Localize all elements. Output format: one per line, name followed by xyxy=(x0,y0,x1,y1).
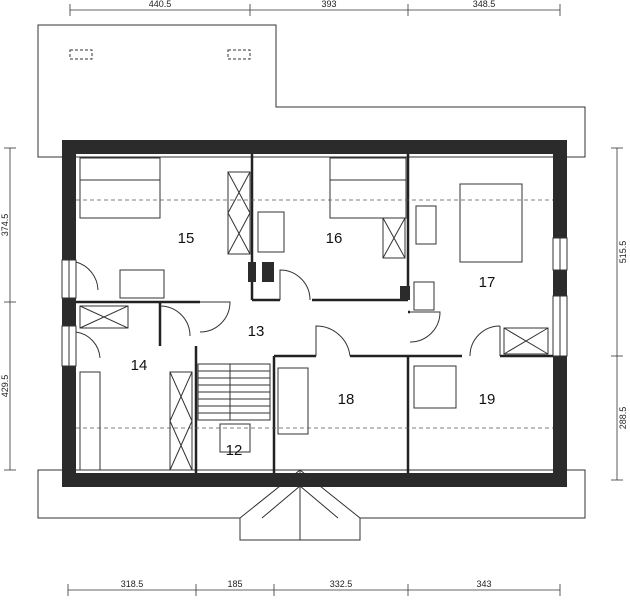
dim-bottom-1: 318.5 xyxy=(121,579,144,589)
room-number-19: 19 xyxy=(479,391,496,408)
dim-bottom-3: 332.5 xyxy=(330,579,353,589)
dimension-lines xyxy=(4,4,623,596)
dim-top-1: 440.5 xyxy=(149,0,172,9)
dim-right-1: 515.5 xyxy=(618,241,628,264)
staircase xyxy=(197,363,271,421)
room-number-14: 14 xyxy=(131,357,148,374)
outer-walls xyxy=(62,140,567,487)
dim-top-2: 393 xyxy=(321,0,336,9)
roof-outline-top xyxy=(37,24,586,158)
room-number-17: 17 xyxy=(479,274,496,291)
dim-bottom-2: 185 xyxy=(227,579,242,589)
dim-bottom-4: 343 xyxy=(476,579,491,589)
room-number-18: 18 xyxy=(338,391,355,408)
room-number-15: 15 xyxy=(178,230,195,247)
furniture xyxy=(79,157,549,471)
doors xyxy=(75,261,501,359)
room-number-12: 12 xyxy=(226,442,243,459)
interior-walls xyxy=(76,154,553,473)
dim-right-2: 288.5 xyxy=(618,407,628,430)
wall-piers xyxy=(248,262,410,300)
slope-lines xyxy=(76,199,553,429)
dim-left-2: 429.5 xyxy=(0,375,10,398)
room-number-13: 13 xyxy=(248,323,265,340)
dim-top-3: 348.5 xyxy=(473,0,496,9)
room-number-16: 16 xyxy=(326,230,343,247)
windows xyxy=(61,237,568,367)
dim-left-1: 374.5 xyxy=(0,214,10,237)
